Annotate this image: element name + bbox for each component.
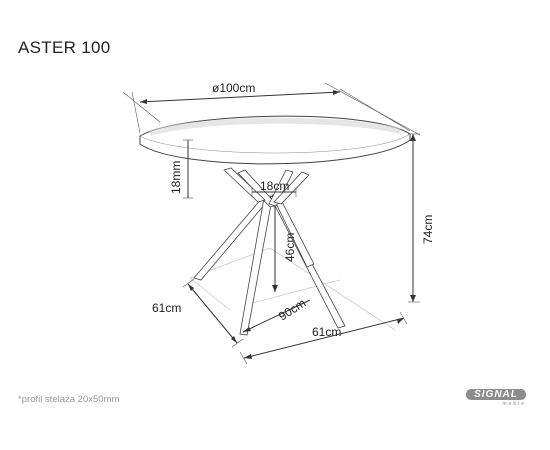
diagonal-label: 90cm	[276, 296, 308, 324]
table-top	[139, 115, 411, 165]
total-height-dimension	[408, 133, 420, 303]
center-width-dimension	[251, 187, 297, 197]
leg-height-label: 46cm	[283, 233, 297, 262]
diameter-label: ø100cm	[212, 81, 255, 95]
leg-height-dimension	[272, 206, 278, 292]
brand-logo: SIGNAL meble	[466, 389, 526, 407]
base-width-label: 61cm	[312, 325, 341, 339]
base-depth-label: 61cm	[152, 301, 181, 315]
brand-name: SIGNAL	[466, 389, 526, 400]
product-title: ASTER 100	[18, 38, 111, 57]
diagonal-dimension	[242, 299, 311, 333]
thickness-label: 18mm	[169, 161, 183, 194]
base-width-dimension	[239, 311, 408, 365]
brand-sub: meble	[502, 401, 526, 407]
diameter-dimension	[122, 82, 421, 136]
table-legs	[193, 167, 346, 336]
thickness-dimension	[183, 139, 193, 199]
base-depth-dimension	[182, 278, 244, 348]
total-height-label: 74cm	[421, 215, 435, 244]
center-width-label: 18cm	[260, 179, 289, 193]
profile-footnote: *profil stelaża 20x50mm	[18, 394, 120, 405]
